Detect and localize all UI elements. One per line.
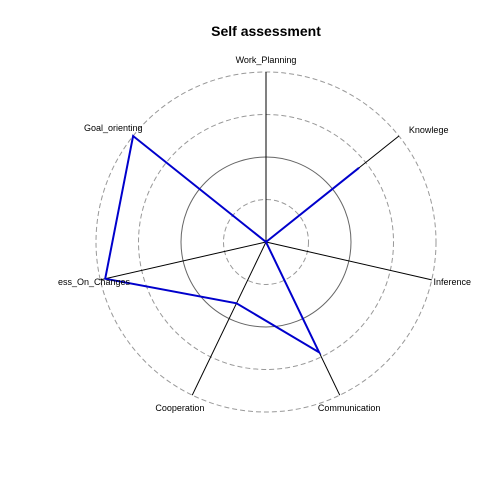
- axis-label-3: Inference: [434, 277, 472, 287]
- axis-spoke-5: [191, 241, 267, 396]
- axis-labels: Work_PlanningKnowlegeInferenceCommunicat…: [58, 55, 471, 413]
- axis-label-2: Knowlege: [409, 125, 449, 135]
- grid-ring-1: [223, 199, 309, 285]
- data-series: [104, 134, 360, 355]
- axis-label-6: ess_On_Changes: [58, 277, 131, 287]
- axis-spoke-6: [100, 241, 267, 281]
- axis-label-7: Goal_orienting: [84, 123, 143, 133]
- axis-label-5: Cooperation: [155, 403, 204, 413]
- axis-label-1: Work_Planning: [236, 55, 297, 65]
- axis-label-4: Communication: [318, 403, 381, 413]
- series-line-1: [104, 134, 360, 355]
- axis-spokes: [100, 72, 432, 396]
- chart-title: Self assessment: [211, 23, 321, 39]
- axis-spoke-3: [265, 241, 432, 281]
